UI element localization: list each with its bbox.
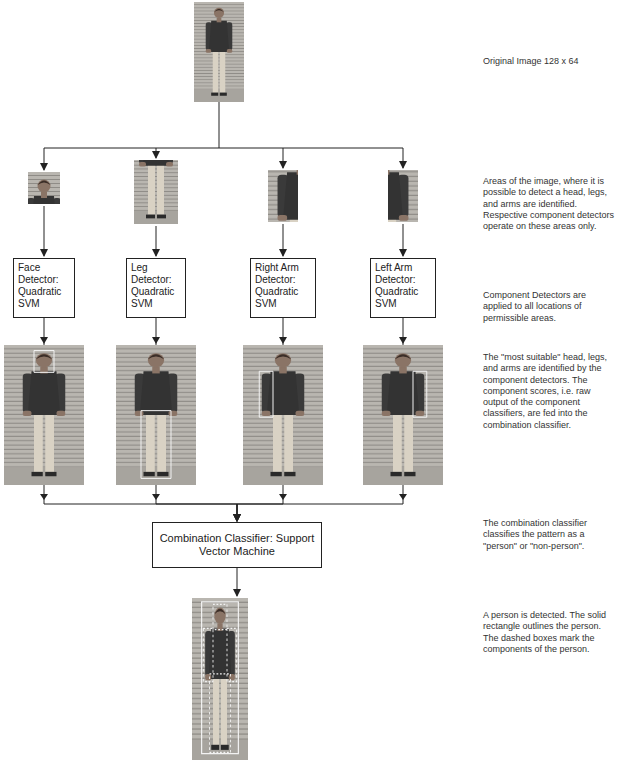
box-text: Leg Detector: Quadratic SVM [127, 259, 185, 313]
side-note: A person is detected. The solid rectangl… [483, 610, 617, 655]
side-note: The "most suitable" head, legs, and arms… [483, 352, 617, 431]
detector-box: Left Arm Detector: Quadratic SVM [370, 258, 436, 318]
box-text: Right Arm Detector: Quadratic SVM [251, 259, 315, 313]
box-text: Combination Classifier: Support Vector M… [153, 529, 321, 561]
side-note: Areas of the image, where it is possible… [483, 176, 617, 232]
side-note: Original Image 128 x 64 [483, 56, 617, 67]
side-note: Component Detectors are applied to all l… [483, 290, 617, 324]
detector-box: Leg Detector: Quadratic SVM [126, 258, 186, 318]
detector-box: Right Arm Detector: Quadratic SVM [250, 258, 316, 318]
box-text: Left Arm Detector: Quadratic SVM [371, 259, 435, 313]
detector-box: Face Detector: Quadratic SVM [13, 258, 75, 318]
classifier-box: Combination Classifier: Support Vector M… [152, 522, 322, 568]
side-note: The combination classifier classifies th… [483, 518, 617, 552]
box-text: Face Detector: Quadratic SVM [14, 259, 74, 313]
